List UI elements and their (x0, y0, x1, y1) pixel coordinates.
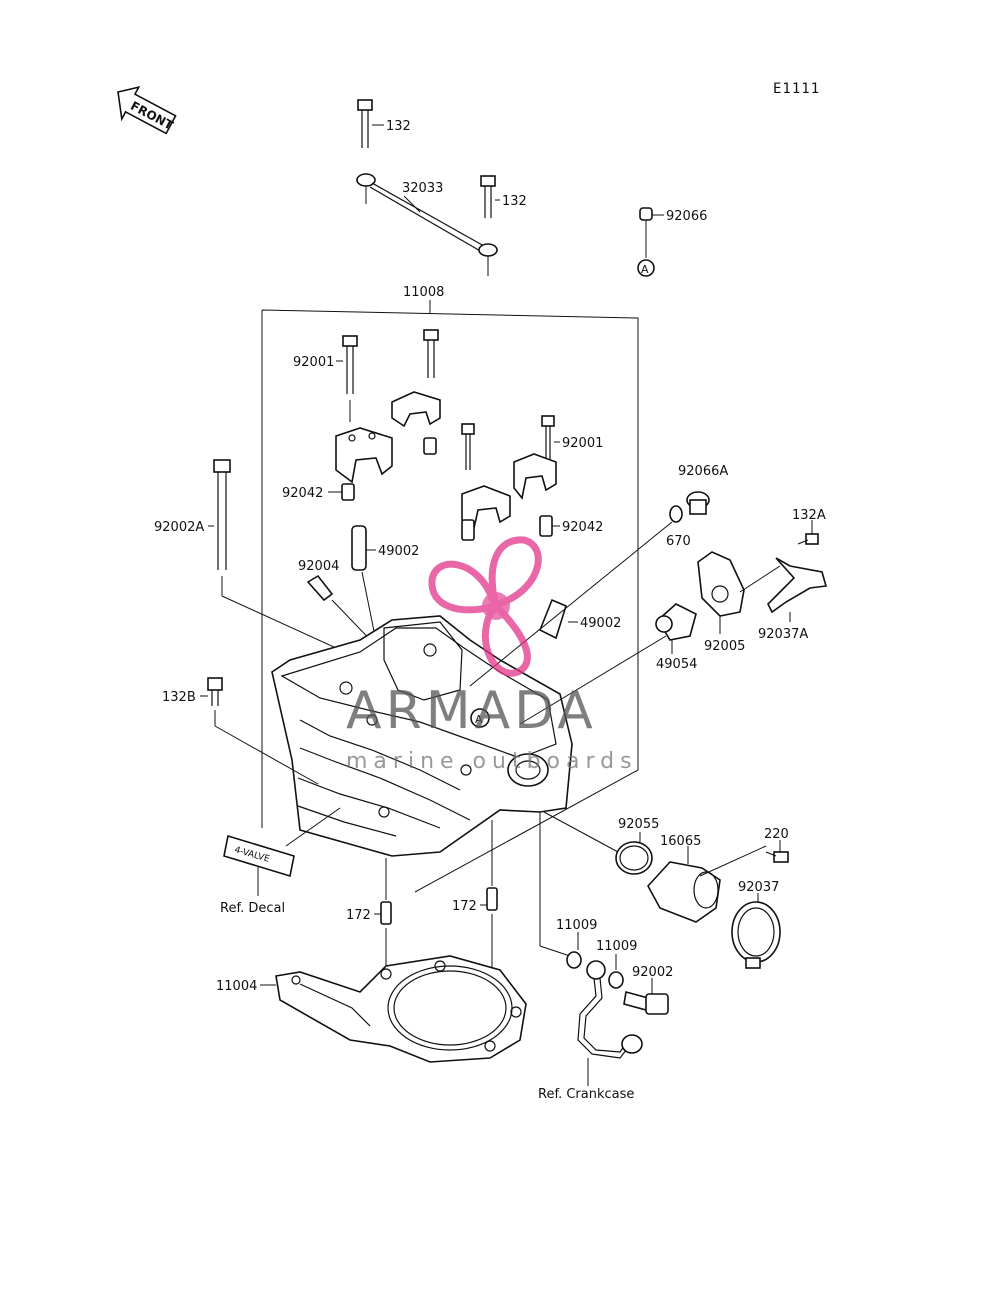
washer-11009-a-icon (566, 932, 582, 969)
label-92037: 92037 (738, 880, 779, 895)
decal-icon: 4-VALVE (223, 807, 341, 896)
label-92037A: 92037A (758, 627, 808, 642)
label-49002-left: 49002 (378, 544, 419, 559)
label-11009-a: 11009 (556, 918, 597, 933)
label-92042-left: 92042 (282, 486, 323, 501)
label-32033: 32033 (402, 181, 443, 196)
washer-11009-b-icon (608, 954, 624, 989)
o-ring-92055-icon (615, 841, 653, 875)
clamp-92037-icon (731, 893, 781, 969)
label-92066: 92066 (666, 209, 707, 224)
label-16065: 16065 (660, 834, 701, 849)
label-11004: 11004 (216, 979, 257, 994)
callout-letter-body: A (475, 713, 483, 726)
bolt-132-top-icon (357, 99, 373, 148)
label-132-mid: 132 (502, 194, 527, 209)
label-49054: 49054 (656, 657, 697, 672)
bracket-92037A-icon (767, 557, 828, 622)
label-132-top: 132 (386, 119, 411, 134)
propeller-logo-icon (428, 536, 542, 677)
label-92001-left: 92001 (293, 355, 334, 370)
plug-49002-right-icon (538, 598, 578, 640)
oil-pipe-icon (577, 960, 643, 1086)
housing-92005-icon (697, 551, 781, 634)
rod-32033-icon (356, 173, 498, 276)
label-49002-right: 49002 (580, 616, 621, 631)
watermark-brand: ARMADA (346, 681, 597, 741)
holder-16065-icon (647, 846, 721, 923)
label-92066A: 92066A (678, 464, 728, 479)
callout-letter-top: A (641, 263, 649, 276)
label-92002A: 92002A (154, 520, 204, 535)
thermostat-49054-icon (655, 603, 697, 654)
cam-cap-center-icon (461, 485, 511, 541)
label-11008: 11008 (403, 285, 444, 300)
dowel-172-left-icon (380, 858, 392, 970)
bolt-92001-right-icon (541, 415, 555, 464)
cam-cap-right-icon (513, 453, 557, 537)
label-132A: 132A (792, 508, 826, 523)
bolt-92001-left-icon (342, 335, 358, 422)
cam-cap-top-icon (391, 391, 441, 455)
bolt-132A-icon (797, 533, 819, 545)
label-92005: 92005 (704, 639, 745, 654)
front-arrow-icon: FRONT (117, 85, 177, 135)
bolt-132-mid-icon (480, 175, 496, 218)
label-92042-right: 92042 (562, 520, 603, 535)
diagram-code: E1111 (773, 81, 820, 97)
label-220: 220 (764, 827, 789, 842)
bolt-center-top-icon (423, 329, 439, 378)
cap-92066-icon: A (637, 207, 655, 277)
label-172-right: 172 (452, 899, 477, 914)
label-11009-b: 11009 (596, 939, 637, 954)
cam-cap-left-icon (335, 427, 393, 501)
ref-decal-label: Ref. Decal (220, 901, 285, 916)
screw-220-icon (699, 840, 789, 877)
label-132B: 132B (162, 690, 196, 705)
bolt-92002-icon (623, 978, 669, 1015)
bolt-center-mid-icon (461, 423, 475, 470)
label-92004: 92004 (298, 559, 339, 574)
label-172-left: 172 (346, 908, 371, 923)
gasket-11004-icon (275, 955, 527, 1063)
armada-watermark: ARMADA marine outboards (346, 536, 638, 774)
watermark-tagline: marine outboards (346, 749, 638, 774)
label-670: 670 (666, 534, 691, 549)
label-92001-right: 92001 (562, 436, 603, 451)
assembly-frame (261, 309, 639, 893)
label-92055: 92055 (618, 817, 659, 832)
plug-92066A-icon (469, 491, 710, 687)
cylinder-head-icon: A (271, 615, 667, 857)
bolt-132B-icon (207, 677, 319, 785)
ref-crankcase-label: Ref. Crankcase (538, 1087, 634, 1102)
label-92002: 92002 (632, 965, 673, 980)
